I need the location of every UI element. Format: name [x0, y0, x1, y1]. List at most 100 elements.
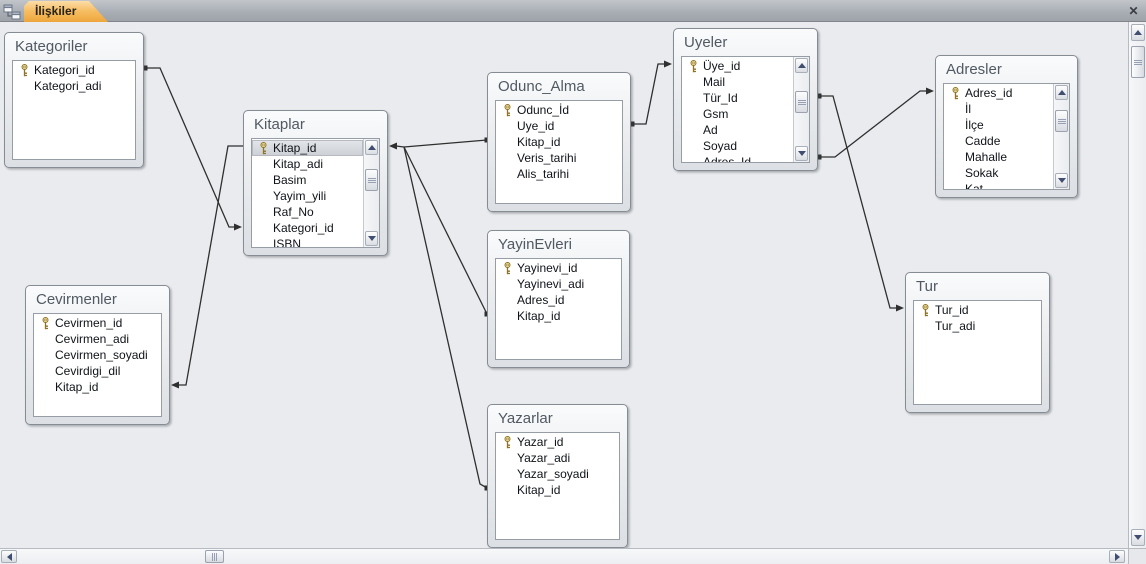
entity-title[interactable]: Adresler — [936, 56, 1077, 82]
field-row-Kitap_id[interactable]: Kitap_id — [496, 134, 622, 150]
field-row-Cevirmen_id[interactable]: Cevirmen_id — [34, 315, 161, 331]
entity-cevirmenler[interactable]: Cevirmenler Cevirmen_idCevirmen_adiCevir… — [25, 285, 170, 425]
field-row-Kitap_id[interactable]: Kitap_id — [34, 379, 161, 395]
field-row-Uye_id[interactable]: Uye_id — [496, 118, 622, 134]
entity-yayinevleri[interactable]: YayinEvleri Yayinevi_idYayinevi_adiAdres… — [487, 230, 630, 368]
field-list-scrollbar[interactable] — [793, 57, 809, 162]
field-name: Soyad — [699, 139, 737, 153]
entity-odunc-alma[interactable]: Odunc_Alma Odunc_İdUye_idKitap_idVeris_t… — [487, 72, 631, 212]
field-row-Yayinevi_adi[interactable]: Yayinevi_adi — [496, 276, 621, 292]
horizontal-scrollbar[interactable] — [0, 548, 1128, 564]
entity-title[interactable]: Yazarlar — [488, 405, 627, 431]
field-row-Yayinevi_id[interactable]: Yayinevi_id — [496, 260, 621, 276]
field-row-Adres_Id[interactable]: Adres_Id — [682, 154, 793, 162]
field-row-Kategori_id[interactable]: Kategori_id — [252, 220, 363, 236]
scroll-down-button[interactable] — [1131, 529, 1145, 546]
scroll-down-button[interactable] — [365, 231, 378, 246]
field-row-Tur_adi[interactable]: Tur_adi — [914, 318, 1041, 334]
scroll-thumb[interactable] — [795, 91, 808, 113]
field-row-Yazar_adi[interactable]: Yazar_adi — [496, 450, 619, 466]
field-row-İl[interactable]: İl — [944, 101, 1053, 117]
field-row-Adres_id[interactable]: Adres_id — [944, 85, 1053, 101]
entity-uyeler[interactable]: Uyeler Üye_idMailTür_IdGsmAdSoyadAdres_I… — [673, 28, 818, 171]
field-name: Cevirmen_id — [51, 316, 122, 330]
field-row-Üye_id[interactable]: Üye_id — [682, 58, 793, 74]
field-row-Tur_id[interactable]: Tur_id — [914, 302, 1041, 318]
scroll-left-button[interactable] — [1, 550, 17, 563]
entity-title[interactable]: Kategoriler — [5, 33, 143, 59]
field-row-Cevirmen_soyadi[interactable]: Cevirmen_soyadi — [34, 347, 161, 363]
entity-title[interactable]: Odunc_Alma — [488, 73, 630, 99]
entity-kategoriler[interactable]: Kategoriler Kategori_idKategori_adi — [4, 32, 144, 168]
field-row-Yazar_soyadi[interactable]: Yazar_soyadi — [496, 466, 619, 482]
entity-title[interactable]: Kitaplar — [244, 111, 387, 137]
primary-key-icon — [914, 304, 931, 317]
field-row-ISBN[interactable]: ISBN — [252, 236, 363, 247]
field-row-Kitap_adi[interactable]: Kitap_adi — [252, 156, 363, 172]
scroll-up-button[interactable] — [365, 140, 378, 155]
field-name: Raf_No — [269, 205, 314, 219]
field-row-Ad[interactable]: Ad — [682, 122, 793, 138]
field-name: Veris_tarihi — [513, 151, 576, 165]
field-row-Cevirmen_adi[interactable]: Cevirmen_adi — [34, 331, 161, 347]
field-row-Cadde[interactable]: Cadde — [944, 133, 1053, 149]
vertical-scrollbar[interactable] — [1128, 22, 1146, 548]
field-row-Soyad[interactable]: Soyad — [682, 138, 793, 154]
entity-title[interactable]: Uyeler — [674, 29, 817, 55]
scroll-thumb[interactable] — [365, 169, 378, 191]
field-list-scrollbar[interactable] — [1053, 84, 1069, 189]
scroll-right-button[interactable] — [1109, 550, 1125, 563]
field-row-Alis_tarihi[interactable]: Alis_tarihi — [496, 166, 622, 182]
field-row-Raf_No[interactable]: Raf_No — [252, 204, 363, 220]
field-name: Tür_Id — [699, 91, 738, 105]
key-glyph — [951, 87, 961, 100]
field-row-Mahalle[interactable]: Mahalle — [944, 149, 1053, 165]
field-name: Üye_id — [699, 59, 740, 73]
entity-field-list: Kitap_idKitap_adiBasimYayim_yiliRaf_NoKa… — [251, 138, 380, 248]
field-row-Odunc_İd[interactable]: Odunc_İd — [496, 102, 622, 118]
scroll-up-button[interactable] — [1055, 85, 1068, 100]
field-row-Veris_tarihi[interactable]: Veris_tarihi — [496, 150, 622, 166]
scroll-down-button[interactable] — [795, 146, 808, 161]
field-row-Mail[interactable]: Mail — [682, 74, 793, 90]
scroll-down-button[interactable] — [1055, 173, 1068, 188]
entity-title[interactable]: YayinEvleri — [488, 231, 629, 257]
down-arrow-icon — [1134, 535, 1142, 540]
field-row-Gsm[interactable]: Gsm — [682, 106, 793, 122]
field-row-Kitap_id[interactable]: Kitap_id — [496, 308, 621, 324]
field-row-Kitap_id[interactable]: Kitap_id — [496, 482, 619, 498]
field-row-Adres_id[interactable]: Adres_id — [496, 292, 621, 308]
field-row-Kat[interactable]: Kat — [944, 181, 1053, 189]
field-row-Yayim_yili[interactable]: Yayim_yili — [252, 188, 363, 204]
field-row-Yazar_id[interactable]: Yazar_id — [496, 434, 619, 450]
field-row-Kitap_id[interactable]: Kitap_id — [252, 140, 363, 156]
field-row-İlçe[interactable]: İlçe — [944, 117, 1053, 133]
field-name: Yayinevi_id — [513, 261, 577, 275]
field-row-Cevirdigi_dil[interactable]: Cevirdigi_dil — [34, 363, 161, 379]
field-name: Yazar_soyadi — [513, 467, 589, 481]
field-row-Tür_Id[interactable]: Tür_Id — [682, 90, 793, 106]
entity-tur[interactable]: Tur Tur_idTur_adi — [905, 272, 1050, 413]
entity-title[interactable]: Tur — [906, 273, 1049, 299]
entity-adresler[interactable]: Adresler Adres_idİlİlçeCaddeMahalleSokak… — [935, 55, 1078, 198]
thumb-grip — [1058, 121, 1066, 122]
tab-iliskiler[interactable]: İlişkiler — [24, 1, 108, 22]
tab-title: İlişkiler — [24, 1, 108, 22]
vertical-scroll-thumb[interactable] — [1131, 46, 1145, 78]
field-row-Kategori_id[interactable]: Kategori_id — [13, 62, 135, 78]
primary-key-icon — [252, 142, 269, 155]
field-list-scrollbar[interactable] — [363, 139, 379, 247]
close-icon[interactable]: ✕ — [1126, 3, 1141, 19]
scroll-up-button[interactable] — [1131, 24, 1145, 41]
horizontal-scroll-thumb[interactable] — [205, 550, 224, 563]
scroll-up-button[interactable] — [795, 58, 808, 73]
scroll-thumb[interactable] — [1055, 110, 1068, 132]
field-row-Kategori_adi[interactable]: Kategori_adi — [13, 78, 135, 94]
entity-yazarlar[interactable]: Yazarlar Yazar_idYazar_adiYazar_soyadiKi… — [487, 404, 628, 548]
field-row-Basim[interactable]: Basim — [252, 172, 363, 188]
entity-kitaplar[interactable]: Kitaplar Kitap_idKitap_adiBasimYayim_yil… — [243, 110, 388, 256]
field-row-Sokak[interactable]: Sokak — [944, 165, 1053, 181]
entity-title[interactable]: Cevirmenler — [26, 286, 169, 312]
document-tab-bar: İlişkiler ✕ — [0, 0, 1146, 22]
key-glyph — [689, 60, 699, 73]
